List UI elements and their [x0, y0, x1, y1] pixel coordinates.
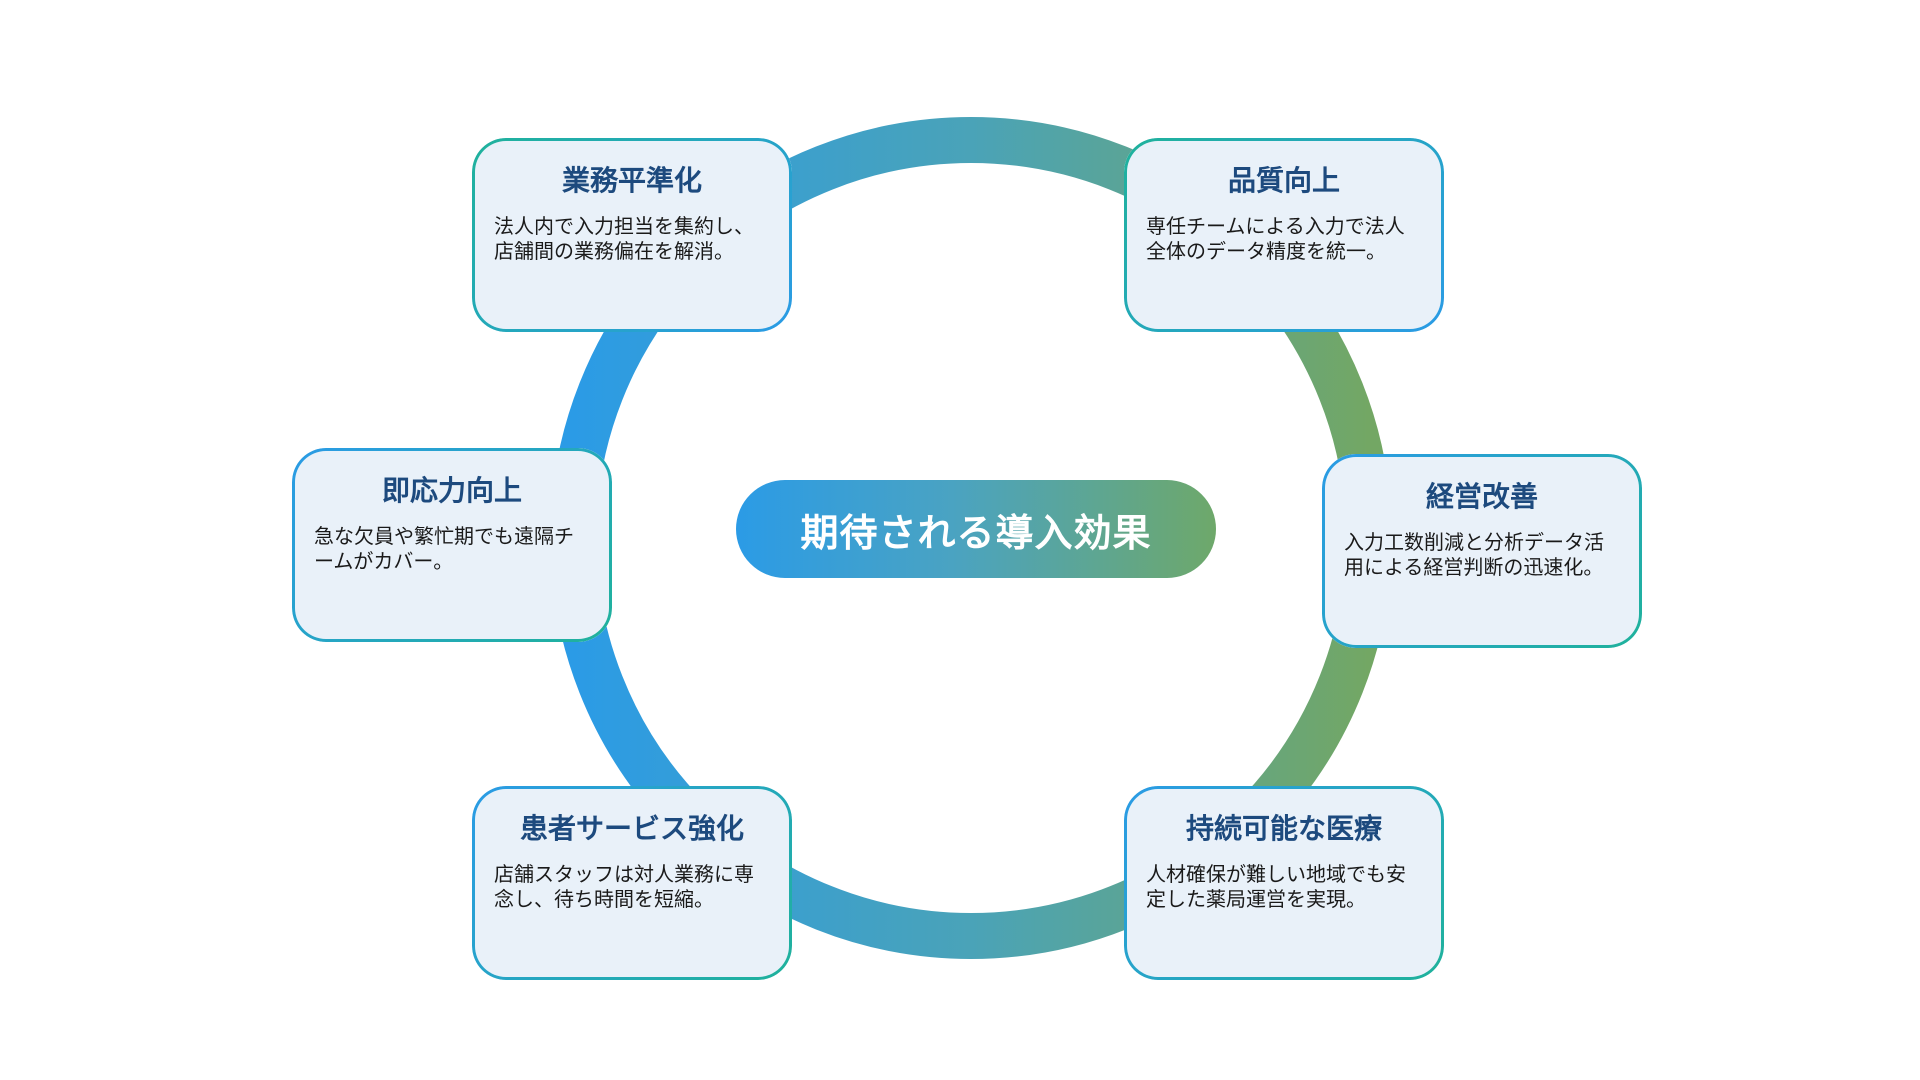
card-kanja-service-kyoka: 患者サービス強化 店舗スタッフは対人業務に専念し、待ち時間を短縮。 — [472, 786, 792, 980]
card-description: 法人内で入力担当を集約し、店舗間の業務偏在を解消。 — [494, 214, 754, 263]
card-sokuoryoku-kojo: 即応力向上 急な欠員や繁忙期でも遠隔チームがカバー。 — [292, 448, 612, 642]
card-title: 品質向上 — [1227, 164, 1340, 197]
card-hinshitsu-kojo: 品質向上 専任チームによる入力で法人全体のデータ精度を統一。 — [1124, 138, 1444, 332]
center-title: 期待される導入効果 — [800, 510, 1152, 555]
card-description: 人材確保が難しい地域でも安定した薬局運営を実現。 — [1146, 862, 1406, 911]
card-jizoku-kanou-iryo: 持続可能な医療 人材確保が難しい地域でも安定した薬局運営を実現。 — [1124, 786, 1444, 980]
card-title: 持続可能な医療 — [1185, 812, 1382, 845]
center-title-pill: 期待される導入効果 — [736, 480, 1216, 578]
card-description: 急な欠員や繁忙期でも遠隔チームがカバー。 — [314, 524, 574, 573]
card-title: 即応力向上 — [381, 474, 522, 507]
card-description: 専任チームによる入力で法人全体のデータ精度を統一。 — [1146, 214, 1405, 263]
card-title: 業務平準化 — [561, 164, 702, 197]
card-title: 経営改善 — [1425, 480, 1538, 513]
card-description: 入力工数削減と分析データ活用による経営判断の迅速化。 — [1344, 530, 1604, 579]
card-gyomu-heijunka: 業務平準化 法人内で入力担当を集約し、店舗間の業務偏在を解消。 — [472, 138, 792, 332]
card-title: 患者サービス強化 — [519, 812, 744, 845]
card-keiei-kaizen: 経営改善 入力工数削減と分析データ活用による経営判断の迅速化。 — [1322, 454, 1642, 648]
card-description: 店舗スタッフは対人業務に専念し、待ち時間を短縮。 — [494, 862, 754, 911]
